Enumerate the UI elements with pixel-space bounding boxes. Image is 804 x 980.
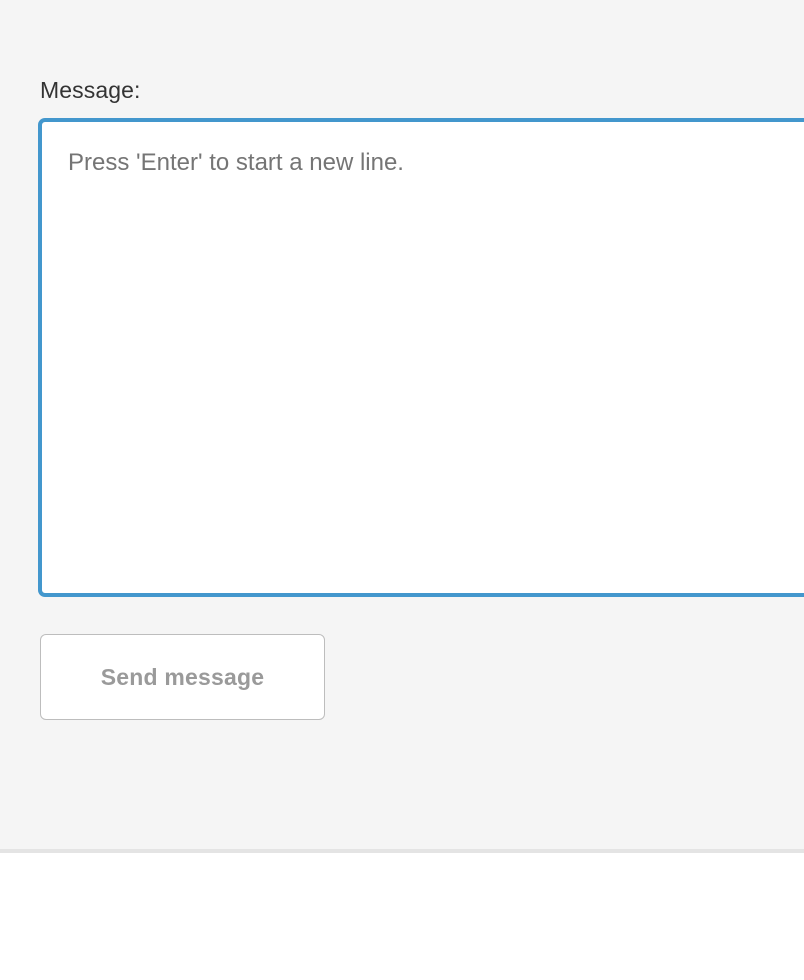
page-below-panel-area [0, 853, 804, 980]
message-field-label: Message: [40, 77, 141, 103]
message-input[interactable] [38, 118, 804, 597]
panel-bottom-divider [0, 849, 804, 853]
send-message-button-label: Send message [100, 663, 265, 690]
message-composer-panel: Message: Send message [38, 77, 804, 720]
send-message-button[interactable]: Send message [40, 634, 325, 720]
